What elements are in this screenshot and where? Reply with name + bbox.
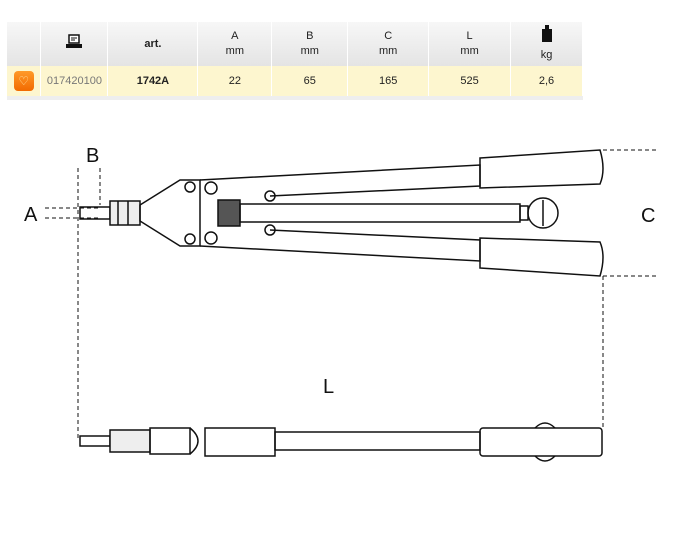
value-c: 165 [347, 66, 430, 96]
header-art: art. [107, 22, 199, 66]
tool-top-view [79, 149, 604, 277]
label-l: L [323, 376, 334, 398]
computer-icon [65, 33, 83, 53]
value-a: 22 [197, 66, 273, 96]
tool-side-view [79, 422, 603, 462]
table-row[interactable]: ♡ 017420100 1742A 22 65 165 525 2,6 [7, 66, 583, 96]
header-weight: kg [510, 22, 583, 66]
value-kg: 2,6 [510, 66, 583, 96]
label-c: C [641, 205, 655, 227]
table-footer [7, 96, 583, 100]
favorite-button[interactable]: ♡ [7, 66, 42, 96]
header-code [40, 22, 109, 66]
product-code: 017420100 [40, 66, 109, 96]
header-fav [7, 22, 42, 66]
dimension-lines [45, 149, 658, 440]
heart-icon[interactable]: ♡ [13, 71, 34, 91]
label-b: B [86, 145, 99, 167]
product-art: 1742A [107, 66, 199, 96]
label-a: A [24, 204, 38, 226]
value-b: 65 [271, 66, 349, 96]
value-l: 525 [428, 66, 512, 96]
weight-icon [541, 25, 553, 46]
